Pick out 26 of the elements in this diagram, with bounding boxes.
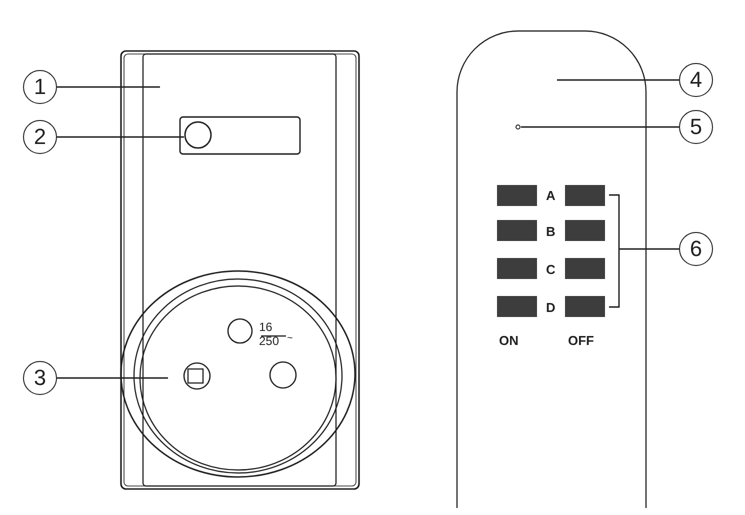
column-label: ON	[499, 334, 518, 347]
channel-letter: D	[546, 301, 556, 314]
rating-label: 16	[259, 321, 272, 333]
channel-letter: B	[546, 225, 556, 238]
callout-number: 2	[23, 120, 57, 154]
leader-line	[57, 136, 184, 138]
callout-number: 5	[679, 110, 713, 144]
leader-line	[557, 79, 679, 81]
leader-line	[619, 248, 679, 250]
rating-label: 250	[259, 335, 280, 347]
ac-symbol: ~	[287, 334, 293, 344]
leader-line	[521, 126, 679, 128]
callout-number: 4	[679, 63, 713, 97]
callout-number: 1	[23, 70, 57, 104]
channel-letter: C	[546, 263, 556, 276]
leader-line	[57, 377, 168, 379]
callout-number: 6	[679, 232, 713, 266]
push-button	[184, 121, 212, 149]
socket	[120, 270, 356, 478]
plug-housing	[120, 50, 360, 490]
indicator-light	[515, 124, 521, 130]
callout-number: 3	[23, 361, 57, 395]
column-label: OFF	[568, 334, 594, 347]
channel-letter: A	[546, 189, 556, 202]
leader-line	[57, 86, 160, 88]
remote-control	[456, 30, 647, 508]
